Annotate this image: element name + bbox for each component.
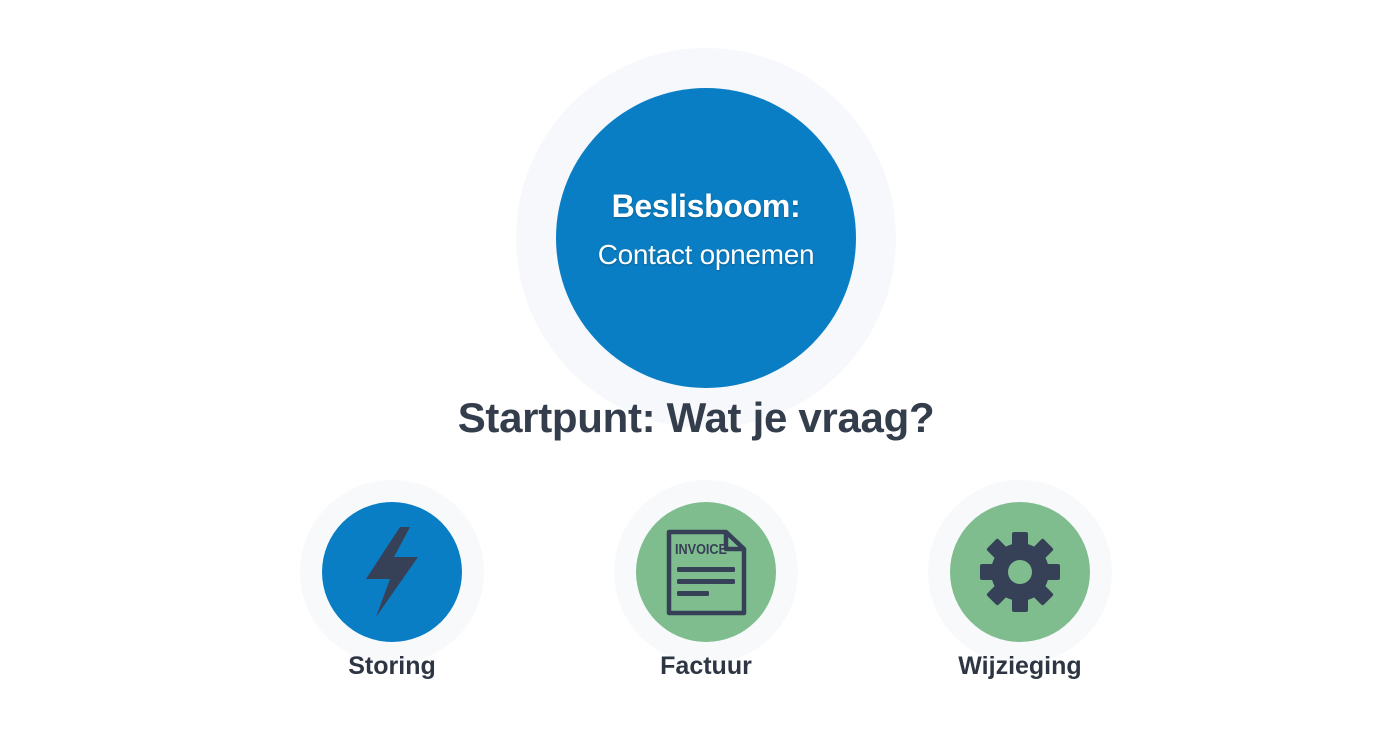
title-line-2: Contact opnemen: [597, 238, 815, 270]
invoice-icon: INVOICE: [666, 529, 747, 616]
option-factuur-label: Factuur: [660, 652, 752, 680]
title-line-1: Beslisboom:: [611, 187, 801, 224]
invoice-icon-text: INVOICE: [675, 542, 727, 558]
start-question: Startpunt: Wat je vraag?: [457, 394, 935, 441]
option-wijzieging[interactable]: Wijzieging: [920, 502, 1120, 681]
gear-icon: [980, 532, 1060, 612]
lightning-bolt-icon: [366, 527, 418, 617]
option-storing[interactable]: Storing: [292, 502, 492, 681]
option-wijzieging-circle[interactable]: [950, 502, 1090, 642]
decision-tree-title-circle: Beslisboom: Contact opnemen: [556, 88, 856, 388]
option-wijzieging-label: Wijzieging: [958, 652, 1082, 680]
option-factuur[interactable]: INVOICE Factuur: [606, 502, 806, 681]
option-storing-circle[interactable]: [322, 502, 462, 642]
option-factuur-circle[interactable]: INVOICE: [636, 502, 776, 642]
option-storing-label: Storing: [348, 652, 436, 680]
